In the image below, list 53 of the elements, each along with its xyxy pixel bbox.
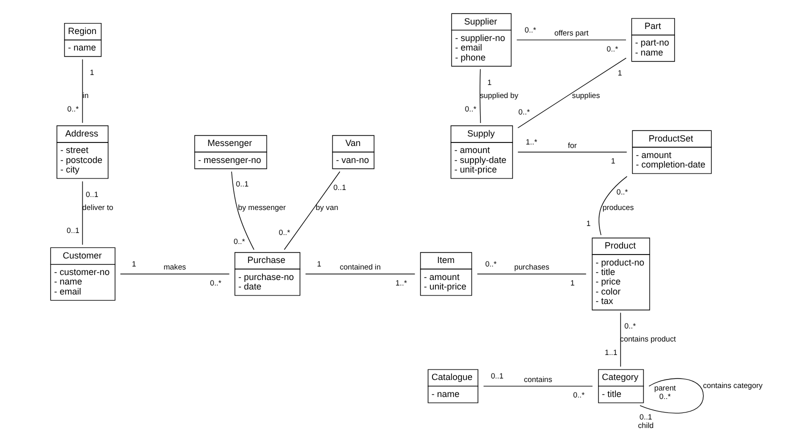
- connector: [82, 59, 83, 124]
- label: 0..1: [66, 226, 80, 236]
- label: 0..*: [624, 321, 636, 330]
- label: 1..*: [396, 278, 407, 288]
- connector: [82, 181, 83, 246]
- edge-label: by messenger: [238, 203, 286, 212]
- edge-label: by van: [316, 203, 338, 212]
- label: parent: [654, 384, 676, 393]
- label: 0..1: [639, 412, 652, 422]
- label: 0..*: [524, 25, 536, 34]
- label: 1: [611, 156, 616, 166]
- label: 0..*: [210, 278, 222, 288]
- label: 1: [570, 278, 575, 288]
- label: 0..1: [86, 190, 98, 199]
- connector: [598, 176, 628, 236]
- label: 0..1: [490, 372, 504, 381]
- label: 1: [487, 78, 492, 87]
- edge-label: contains category: [702, 381, 763, 390]
- label: 0..*: [606, 44, 618, 54]
- label: 0..*: [278, 228, 290, 237]
- connector: [231, 171, 254, 250]
- connector: [480, 68, 481, 124]
- edge-label: contained in: [340, 262, 381, 272]
- edge-label: makes: [164, 262, 186, 272]
- label: child: [638, 420, 654, 430]
- label: 1: [132, 259, 136, 268]
- label: 0..*: [659, 392, 671, 401]
- label: 0..*: [485, 259, 497, 268]
- connector: [483, 386, 593, 387]
- label: 0..*: [616, 187, 628, 196]
- edge-label: for: [568, 140, 577, 150]
- connector: [640, 378, 704, 414]
- label: 0..*: [464, 104, 476, 114]
- label: 1..*: [526, 138, 538, 147]
- edge-label: in: [82, 90, 89, 100]
- label: 0..1: [236, 179, 249, 188]
- edge-label: contains: [524, 374, 552, 384]
- label: 1..1: [604, 348, 618, 357]
- label: 0..*: [234, 236, 246, 246]
- label: 1: [586, 218, 591, 228]
- label: 1: [90, 68, 94, 77]
- label: 1: [618, 68, 622, 78]
- connector: [620, 312, 621, 367]
- label: 0..*: [518, 107, 530, 116]
- edge-label: produces: [602, 203, 634, 212]
- label: 0..1: [333, 183, 346, 192]
- edge-label: supplies: [572, 90, 600, 100]
- label: 0..*: [67, 104, 79, 114]
- edge-label: offers part: [554, 28, 588, 38]
- label: 0..*: [573, 390, 585, 400]
- edge-label: purchases: [514, 262, 550, 272]
- connector: [284, 171, 340, 250]
- label: 1: [317, 259, 322, 268]
